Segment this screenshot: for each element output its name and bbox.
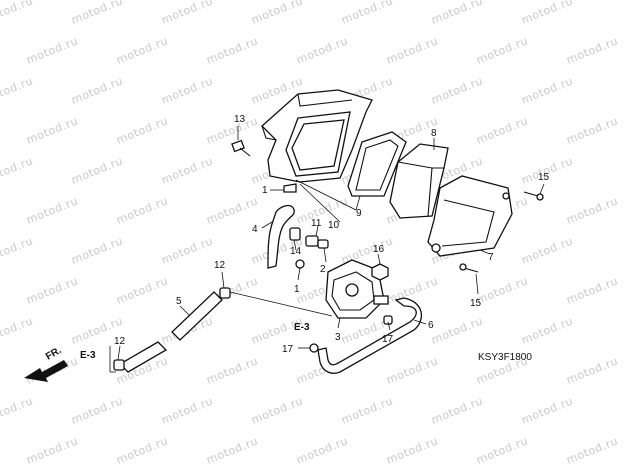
part-label-3: 3 <box>335 332 341 343</box>
screw-15-lower <box>459 263 479 273</box>
air-case-cover <box>427 175 513 257</box>
part-label-17-left: 17 <box>282 344 294 355</box>
part-label-12-upper: 12 <box>214 260 226 271</box>
bolt-13 <box>231 139 251 157</box>
part-label-13: 13 <box>234 114 246 125</box>
fitting-14 <box>289 227 301 241</box>
part-label-14: 14 <box>290 246 302 257</box>
tube-5 <box>171 291 223 341</box>
part-label-4: 4 <box>252 224 258 235</box>
air-case <box>261 89 373 183</box>
part-label-9: 9 <box>356 208 362 219</box>
tube-4 <box>267 204 295 269</box>
part-label-16: 16 <box>373 244 385 255</box>
hose-6 <box>317 297 423 374</box>
tube-12-lower <box>113 341 168 373</box>
part-label-2: 2 <box>320 264 326 275</box>
part-label-1-upper: 1 <box>262 185 268 196</box>
diagram-code: KSY3F1800 <box>478 352 532 363</box>
part-label-5: 5 <box>176 296 182 307</box>
part-label-8: 8 <box>431 128 437 139</box>
part-label-11: 11 <box>311 218 322 229</box>
part-label-10: 10 <box>328 220 340 231</box>
part-label-1-lower: 1 <box>294 284 300 295</box>
clip-17-left <box>309 343 319 353</box>
nut-16 <box>371 263 389 281</box>
air-cut-valve <box>325 259 389 319</box>
fitting-11 <box>305 235 329 249</box>
clamp-12-upper <box>219 287 231 299</box>
leader-lines <box>109 126 545 373</box>
ref-code-e3-mid: E-3 <box>294 322 310 333</box>
part-label-12-lower: 12 <box>114 336 126 347</box>
clip-1-lower <box>295 259 305 269</box>
part-label-7: 7 <box>488 252 494 263</box>
front-arrow-label: FR. <box>44 345 64 363</box>
gasket-ring <box>347 131 407 197</box>
clip-1-upper <box>283 183 297 193</box>
front-arrow: FR. <box>24 345 68 382</box>
part-label-15-lower: 15 <box>470 298 482 309</box>
ref-code-e3-left: E-3 <box>80 350 96 361</box>
part-label-17-right: 17 <box>382 334 394 345</box>
air-filter-element <box>389 143 449 219</box>
part-label-6: 6 <box>428 320 434 331</box>
part-label-15-upper: 15 <box>538 172 550 183</box>
clip-17-right <box>383 315 393 325</box>
